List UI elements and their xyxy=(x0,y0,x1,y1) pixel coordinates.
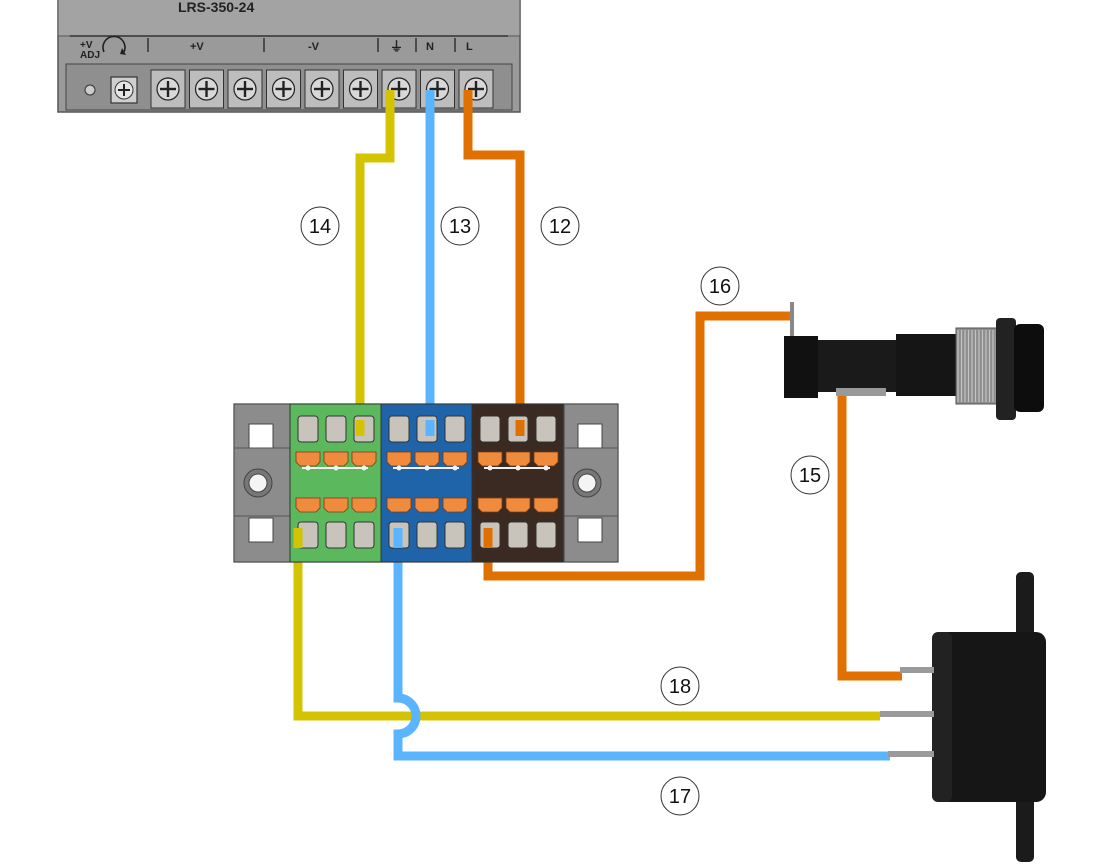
psu-screw-terminal xyxy=(420,69,455,109)
wire-label-13: 13 xyxy=(440,206,480,246)
terminal-lever[interactable] xyxy=(477,451,503,467)
adjust-potentiometer-icon xyxy=(102,35,126,55)
negative-terminals-label: -V xyxy=(308,41,320,53)
wire-label-18-text: 18 xyxy=(669,676,691,698)
terminal-lever[interactable] xyxy=(533,451,559,467)
terminal-lever[interactable] xyxy=(295,451,321,467)
terminal-lever[interactable] xyxy=(323,497,349,513)
wire-label-13-text: 13 xyxy=(449,216,471,238)
wire-label-18: 18 xyxy=(660,666,700,706)
terminal-wire-port[interactable] xyxy=(535,521,557,549)
wire-number-labels: 14 13 12 16 15 18 17 xyxy=(300,206,830,816)
terminal-wire-port[interactable] xyxy=(325,415,347,443)
terminal-lever[interactable] xyxy=(386,497,412,513)
terminal-lever[interactable] xyxy=(386,451,412,467)
wire-label-12: 12 xyxy=(540,206,580,246)
wire-14-earth xyxy=(355,90,395,432)
psu-screw-terminal xyxy=(150,69,186,109)
terminal-wire-port[interactable] xyxy=(325,521,347,549)
wire-label-12-text: 12 xyxy=(549,216,571,238)
fuse-holder-cap[interactable] xyxy=(1014,324,1044,412)
panel-fuse-holder xyxy=(784,302,1044,420)
wire-label-17: 17 xyxy=(660,776,700,816)
terminal-lever[interactable] xyxy=(505,497,531,513)
wire-label-17-text: 17 xyxy=(669,786,691,808)
wire-17-neutral xyxy=(393,540,890,761)
line-terminal-label: L xyxy=(466,41,473,53)
terminal-wire-port[interactable] xyxy=(353,521,375,549)
terminal-lever[interactable] xyxy=(351,497,377,513)
inlet-pin-line xyxy=(900,667,934,673)
terminal-wire-port[interactable] xyxy=(444,521,466,549)
inlet-pin-neutral xyxy=(888,751,934,757)
wire-label-14-text: 14 xyxy=(309,216,331,238)
psu-screw-terminal xyxy=(189,69,224,109)
wire-18-earth xyxy=(293,540,880,721)
terminal-lever[interactable] xyxy=(351,451,377,467)
wire-ends xyxy=(293,420,525,548)
terminal-wire-port[interactable] xyxy=(297,415,319,443)
wire-label-15-text: 15 xyxy=(799,465,821,487)
psu-screw-terminal xyxy=(304,69,340,109)
power-supply-unit: LRS-350-24 +V ADJ +V -V ⏚ N L xyxy=(57,0,521,113)
wire-label-14: 14 xyxy=(300,206,340,246)
terminal-lever[interactable] xyxy=(295,497,321,513)
terminal-lever[interactable] xyxy=(505,451,531,467)
adj-label-bottom: ADJ xyxy=(80,50,100,61)
wires xyxy=(293,90,902,761)
terminal-lever[interactable] xyxy=(414,497,440,513)
terminal-wire-port[interactable] xyxy=(507,521,529,549)
wire-label-15: 15 xyxy=(790,455,830,495)
led-indicator xyxy=(84,84,96,96)
psu-model-label: LRS-350-24 xyxy=(178,0,254,15)
terminal-lever[interactable] xyxy=(442,497,468,513)
terminal-lever[interactable] xyxy=(442,451,468,467)
adj-label-top: +V xyxy=(80,40,93,51)
psu-screw-terminal xyxy=(227,69,263,109)
terminal-lever[interactable] xyxy=(533,497,559,513)
fuse-holder-thread xyxy=(955,327,999,405)
iec-power-inlet xyxy=(880,572,1046,862)
positive-terminals-label: +V xyxy=(190,41,204,53)
adjust-screw[interactable] xyxy=(110,76,138,104)
terminal-lever[interactable] xyxy=(323,451,349,467)
terminal-wire-port[interactable] xyxy=(416,521,438,549)
wire-12-line xyxy=(463,90,525,432)
wire-label-16-text: 16 xyxy=(709,276,731,298)
neutral-terminal-label: N xyxy=(426,41,434,53)
psu-screw-terminal xyxy=(343,69,378,109)
terminal-wire-port[interactable] xyxy=(535,415,557,443)
terminal-section-earth xyxy=(289,403,382,563)
inlet-pin-earth xyxy=(880,711,934,717)
wire-15-line xyxy=(837,396,902,681)
terminal-lever[interactable] xyxy=(414,451,440,467)
terminal-wire-port[interactable] xyxy=(444,415,466,443)
psu-terminal-strip xyxy=(150,69,494,109)
wire-label-16: 16 xyxy=(700,266,740,306)
earth-ground-icon: ⏚ xyxy=(390,39,403,54)
terminal-wire-port[interactable] xyxy=(479,415,501,443)
terminal-wire-port[interactable] xyxy=(388,415,410,443)
terminal-lever[interactable] xyxy=(477,497,503,513)
wire-16-line xyxy=(483,311,792,581)
psu-screw-terminal xyxy=(266,69,301,109)
